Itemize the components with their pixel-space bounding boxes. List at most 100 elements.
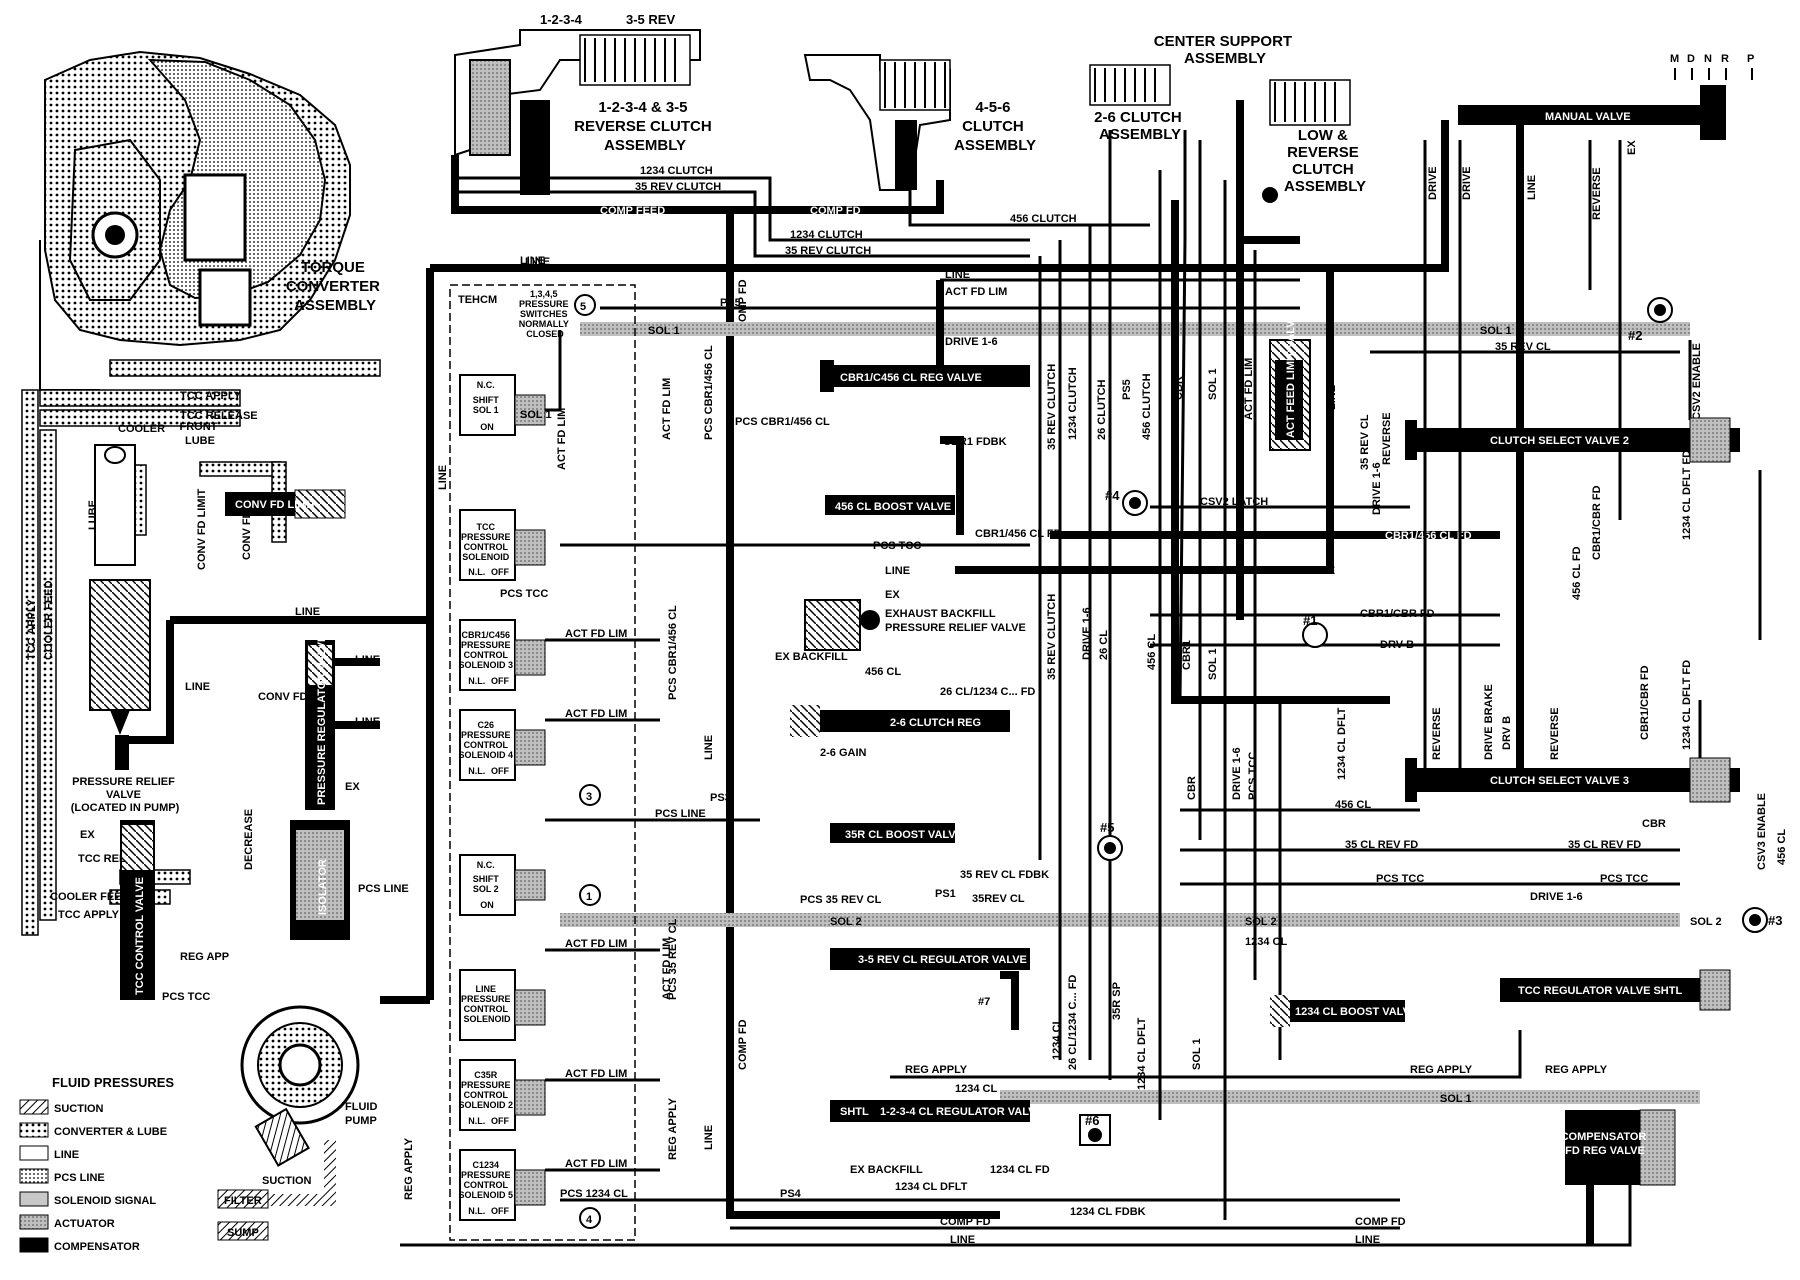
left-line-circuits: LINE LINE LINE LINE [125,255,690,1004]
boost-1234-valve: 1234 CL BOOST VALVE [1270,995,1417,1027]
rev-35-cl-short-label: 35REV CL [972,893,1025,905]
switch-5-label: 5 [580,301,586,313]
legend-item-line: LINE [19,1145,79,1161]
manual-valve-label: MANUAL VALVE [1545,111,1631,123]
checkball-4-label: #4 [1105,488,1120,503]
tcc-control-valve-label: TCC CONTROL VALVE [134,877,146,995]
cl-456-upper-label: 456 CL [865,666,901,678]
legend-solenoid-label: SOLENOID SIGNAL [54,1195,156,1207]
isolator-label: ISOLATOR [317,859,329,915]
pcs-1234-cl-label: PCS 1234 CL [560,1188,628,1200]
c1234-pcs-solenoid: C1234 PRESSURE CONTROL SOLENOID 5 N.L. O… [458,1149,546,1221]
act-fd-lim-vertical-tehcm-2: ACT FD LIM [661,938,673,1000]
legend-item-compensator: COMPENSATOR [19,1237,140,1253]
act-fd-lim-upper-label: ACT FD LIM [945,286,1007,298]
relief-line-label: LINE [185,681,210,693]
ex-backfill-lower-label: EX BACKFILL [850,1164,923,1176]
manual-valve-positions: M D N R P [1670,53,1754,65]
pressure-relief-valve-label: PRESSURE RELIEF VALVE (LOCATED IN PUMP) [71,776,180,814]
exhaust-backfill-valve: EX EXHAUST BACKFILL PRESSURE RELIEF VALV… [775,589,1026,678]
solenoid-stack: N.C. SHIFT SOL 1 ON TCC PRESSURE CONTROL… [403,330,760,1229]
cl-1234-dflt-fd-vertical-lower: 1234 CL DFLT FD [1681,660,1693,750]
tehcm-module: TEHCM 1,3,4,5 PRESSURE SWITCHES NORMALLY… [449,284,636,1241]
boost-456-valve: 456 CL BOOST VALVE CBR1/456 CL FD [825,436,1062,540]
legend-title: FLUID PRESSURES [52,1075,174,1090]
ps4-bottom-label: PS4 [780,1188,802,1200]
line-pcs-label: LINE PRESSURE CONTROL SOLENOID [461,984,513,1024]
switch-3-label: 3 [586,791,592,803]
sol1-lower-label: SOL 1 [1440,1093,1472,1105]
pcs-35-rev-cl-label: PCS 35 REV CL [800,894,882,906]
drive-brake-vertical-label: DRIVE BRAKE [1483,684,1495,760]
conv-fd-limit-label: CONV FD LIMIT [235,499,317,511]
clutch-26-reg-label: 2-6 CLUTCH REG [890,717,981,729]
tcc-rel-label: TCC REL [78,853,126,865]
act-feed-limit-label: ACT FEED LIMIT VALVE [1285,313,1297,438]
cl-456-fd-vertical-label: 456 CL FD [1571,546,1583,600]
reg-apply-vertical-tehcm: REG APPLY [667,1097,679,1160]
line-bottom-label: LINE [950,1234,975,1246]
checkball-5-label: #5 [1100,820,1114,835]
csv2-latch-label: CSV2 LATCH [1200,496,1268,508]
cbr1-c456-reg-valve: CBR1/C456 CL REG VALVE CBR1 FDBK PCS CBR… [735,280,1030,448]
reg-35-rev-valve: 3-5 REV CL REGULATOR VALVE #7 [830,948,1030,1030]
line-right-vertical-label: LINE [1326,385,1338,410]
reg-1234-label: 1-2-3-4 CL REGULATOR VALVE [880,1106,1043,1118]
ex-vertical-label: EX [1626,140,1638,155]
sol1-left-label: SOL 1 [648,325,680,337]
checkball-7-label: #7 [978,996,990,1008]
tehcm-label: TEHCM [458,294,497,306]
line-bottom-right-label: LINE [1355,1234,1380,1246]
sol1-tehcm-label: SOL 1 [520,409,552,421]
pcs-tcc-left-label: PCS TCC [500,588,548,600]
pcs-cbr1-456-upper-vertical: PCS CBR1/456 CL [703,345,715,440]
drv-b-label: DRV B [1380,639,1414,651]
rev-fd-35-cl-right-label: 35 CL REV FD [1568,839,1641,851]
cooler-label: COOLER [118,423,165,435]
cbr1-456-cl-fd-short-label: CBR1/456 CL FD [975,528,1062,540]
legend-item-actuator: ACTUATOR [19,1214,115,1230]
ps3-label: PS3 [710,792,731,804]
clutch-456-vertical-label: 456 CLUTCH [1141,373,1153,440]
cl-26-vertical-label: 26 CL [1098,630,1110,660]
boost-1234-label: 1234 CL BOOST VALVE [1295,1006,1417,1018]
comp-fd-vertical-label-2: COMP FD [737,1019,749,1070]
tcc-reg-shtl-label: TCC REGULATOR VALVE SHTL [1518,985,1682,997]
rev-35-clutch-circuit-label-2: 35 REV CLUTCH [785,245,871,257]
clutch-1234-vertical-label: 1234 CLUTCH [1067,367,1079,440]
prv-conv-fd-label: CONV FD [258,691,308,703]
legend-item-converter: CONVERTER & LUBE [19,1122,167,1138]
rev-35-clutch-circuit-label: 35 REV CLUTCH [635,181,721,193]
rev-35-cl-fdbk-label: 35 REV CL FDBK [960,869,1049,881]
tcc-apply-label: TCC APPLY [58,909,120,921]
clutch-select-valve-2: CLUTCH SELECT VALVE 2 [1405,417,1740,463]
sol2-left-label: SOL 2 [830,916,862,928]
clutch-1234-circuit-label: 1234 CLUTCH [640,165,713,177]
reg-app-label: REG APP [180,951,229,963]
line-mid-label: LINE [885,565,910,577]
act-fd-lim-sol5-label: ACT FD LIM [565,1158,627,1170]
pcs-cbr1-456-label: PCS CBR1/456 CL [735,416,830,428]
line-vertical-right-label: LINE [1526,175,1538,200]
reg-apply-mid-label: REG APPLY [905,1064,968,1076]
line-right-label: LINE [1310,565,1335,577]
drive-16-upper-right: DRIVE 1-6 [1371,462,1383,515]
tcc-apply-vertical-label: TCC APPLY [26,598,38,660]
tcc-control-valve: TCC CONTROL VALVE EX TCC REL COOLER FEED… [50,820,210,1003]
act-fd-lim-sol3-label: ACT FD LIM [565,628,627,640]
top-left-line-label: LINE [520,255,545,267]
decrease-label: DECREASE [243,809,255,870]
cbr1-vertical-label: CBR1 [1181,640,1193,670]
pcs-tcc-lower-right-label: PCS TCC [1600,873,1648,885]
c26-pcs-solenoid: C26 PRESSURE CONTROL SOLENOID 4 N.L. OFF [458,709,546,781]
filter-label: FILTER [224,1195,262,1207]
csv3-enable-label: CSV3 ENABLE [1756,793,1768,870]
cooler-feed-vertical-label: COOLER FEED [43,580,55,660]
drive-vertical-label-1: DRIVE [1427,166,1439,200]
checkball-1-label: #1 [1303,613,1317,628]
pcs-tcc-bottom-label: PCS TCC [162,991,210,1003]
line-vertical-label: LINE [437,465,449,490]
cbr1-c456-pcs-solenoid: CBR1/C456 PRESSURE CONTROL SOLENOID 3 N.… [458,619,546,691]
pcs-tcc-lower-label: PCS TCC [1376,873,1424,885]
reg-1234-valve: SHTL 1-2-3-4 CL REGULATOR VALVE 1234 CL … [830,1083,1146,1218]
